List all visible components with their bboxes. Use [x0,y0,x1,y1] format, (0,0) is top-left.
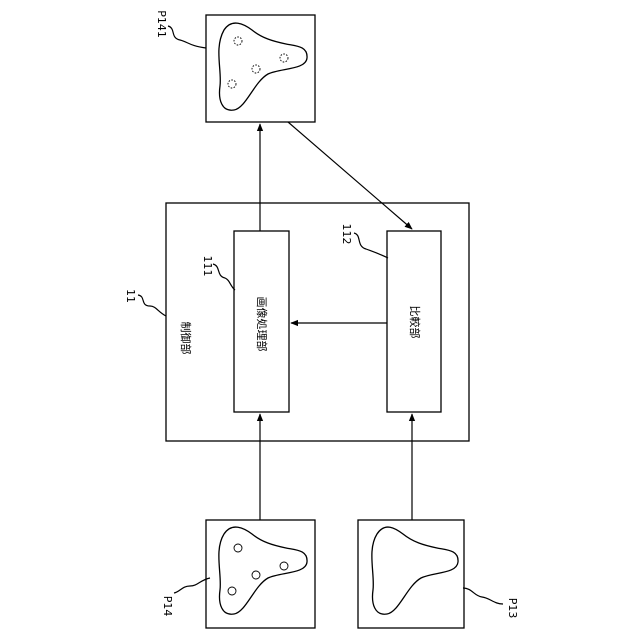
image-p13-leader [463,588,503,604]
image-processing-ref: 111 [201,256,214,277]
control-unit-ref: 11 [124,289,137,303]
comparison-ref: 112 [340,224,353,245]
image-processing-name: 画像処理部 [255,297,269,352]
image-p141-leader [168,26,206,48]
image-p14-label: P14 [161,596,174,617]
image-p13-box [358,520,464,628]
image-p13-label: P13 [506,598,519,619]
comparison-name: 比較部 [408,306,422,339]
control-unit-name: 制御部 [179,322,193,355]
image-p14-leader [174,578,210,593]
image-p141-label: P141 [155,10,168,38]
control-unit-leader [138,295,166,316]
